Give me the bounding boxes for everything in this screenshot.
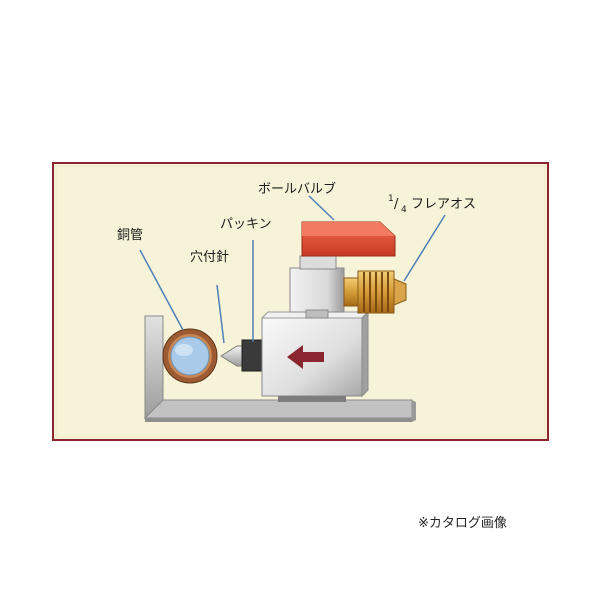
leader-copper-pipe xyxy=(139,249,184,331)
leader-lines xyxy=(139,195,446,344)
label-flare-male: 1 / 4 フレアオス xyxy=(388,194,476,215)
flare-size-denominator: 4 xyxy=(401,205,407,215)
leader-piercing-needle xyxy=(216,284,225,344)
packing-gasket xyxy=(241,339,265,372)
label-packing: パッキン xyxy=(220,217,272,232)
label-copper-pipe: 銅管 xyxy=(117,228,143,243)
label-ball-valve: ボールバルブ xyxy=(258,181,336,197)
left-arrow-icon xyxy=(287,345,324,369)
flare-male-fitting xyxy=(343,270,407,314)
flare-size-slash: / xyxy=(394,197,399,212)
leader-flare-male xyxy=(403,214,446,282)
label-piercing-needle: 穴付針 xyxy=(190,250,229,265)
ball-valve-handle xyxy=(301,221,396,257)
flare-size-numerator: 1 xyxy=(388,194,394,204)
copper-pipe-cross-section xyxy=(162,328,218,384)
panel-inner-highlight xyxy=(55,165,546,438)
flare-male-text: フレアオス xyxy=(411,197,476,212)
valve-upper-body xyxy=(289,255,345,319)
leader-ball-valve xyxy=(308,195,335,221)
mounting-bracket xyxy=(143,315,416,422)
catalog-image-caption: ※カタログ画像 xyxy=(418,516,507,531)
